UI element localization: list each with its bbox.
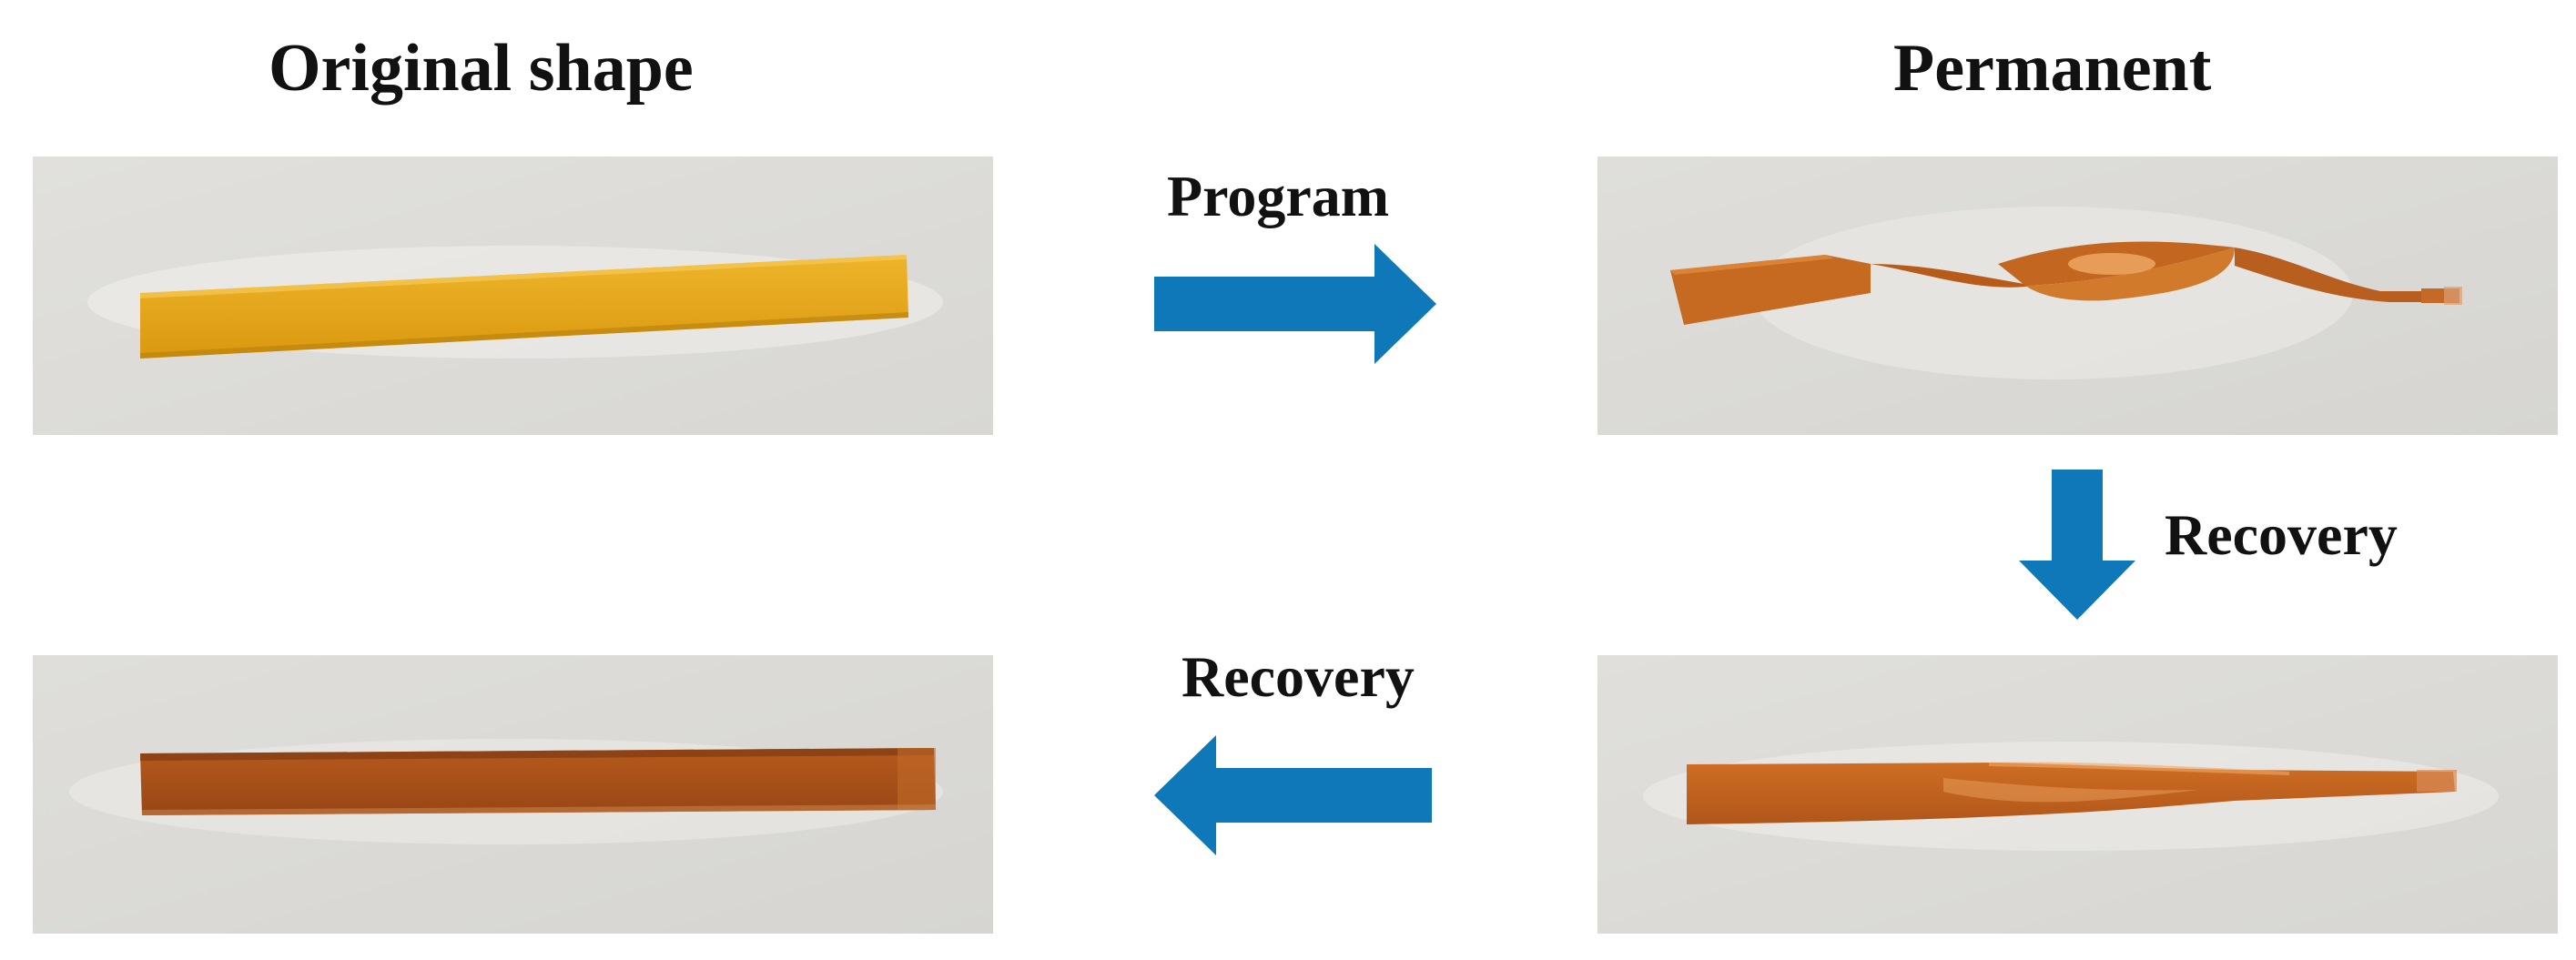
photo-recovered	[33, 655, 993, 934]
original-shape-heading: Original shape	[269, 31, 694, 106]
photo-permanent	[1597, 157, 2558, 435]
strip-shape	[1670, 255, 1871, 325]
recovery-down-arrow-icon	[2019, 470, 2135, 620]
strip-shape	[140, 748, 936, 815]
recovery-left-arrow-icon	[1154, 735, 1432, 855]
program-arrow-icon	[1154, 244, 1436, 364]
photo-partial-recovery	[1597, 655, 2558, 934]
recovery-down-label: Recovery	[2165, 502, 2398, 567]
photo-original	[33, 157, 993, 435]
recovery-left-label: Recovery	[1182, 644, 1415, 709]
permanent-heading: Permanent	[1893, 31, 2212, 106]
strip-shape	[140, 255, 908, 359]
program-label: Program	[1167, 164, 1390, 228]
